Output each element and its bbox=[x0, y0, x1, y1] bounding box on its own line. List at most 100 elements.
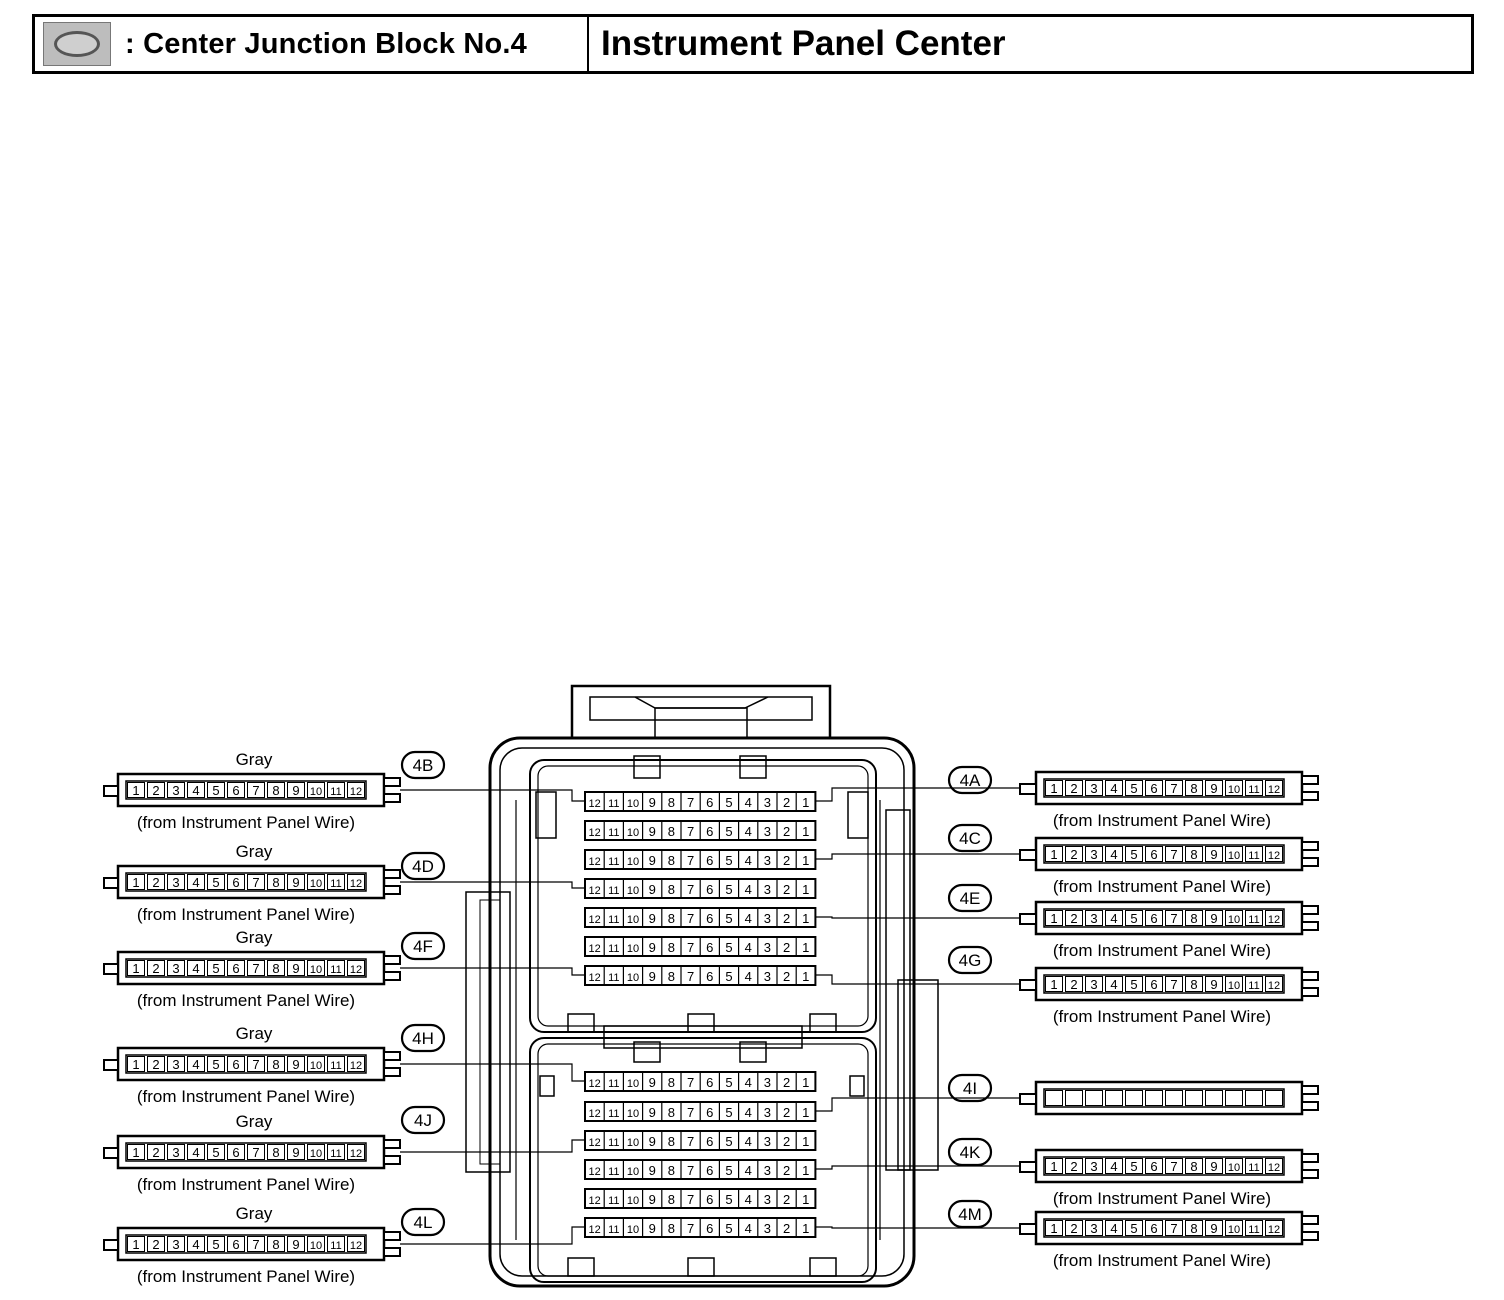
block-pin-label: 10 bbox=[627, 827, 639, 839]
connector-pin-label: 1 bbox=[1050, 911, 1057, 926]
connector-pin-cell bbox=[1145, 1158, 1163, 1174]
connector-leader-line bbox=[816, 1165, 1020, 1170]
block-pin-label: 1 bbox=[802, 1105, 809, 1120]
connector-pin-label: 7 bbox=[1170, 977, 1177, 992]
connector-pin-label: 3 bbox=[1090, 1159, 1097, 1174]
block-pin-label: 4 bbox=[745, 824, 752, 839]
connector-pin-cell bbox=[1045, 846, 1063, 862]
block-pin-label: 3 bbox=[764, 940, 771, 955]
connector-pin-label: 8 bbox=[272, 961, 279, 976]
connector-id-badge: 4M bbox=[947, 1199, 993, 1229]
block-pin-label: 5 bbox=[725, 853, 732, 868]
connector-leader-line bbox=[816, 974, 1020, 985]
block-pin-label: 8 bbox=[668, 1163, 675, 1178]
connector-pin-cell bbox=[1065, 910, 1083, 926]
connector-4i: 4I bbox=[816, 1073, 1319, 1116]
block-pin-label: 4 bbox=[745, 1075, 752, 1090]
connector-pin-label: 1 bbox=[132, 783, 139, 798]
block-name-cell: : Center Junction Block No.4 bbox=[35, 17, 589, 71]
connector-pin-label: 7 bbox=[1170, 911, 1177, 926]
connector-pin-cell bbox=[147, 782, 165, 798]
connector-pin-label: 8 bbox=[1190, 1221, 1197, 1236]
block-pin-label: 7 bbox=[687, 882, 694, 897]
connector-pin-cell bbox=[327, 874, 345, 890]
block-pin-label: 12 bbox=[588, 943, 600, 955]
connector-pin-cell bbox=[1085, 846, 1103, 862]
connector-pin-cell bbox=[287, 1144, 305, 1160]
block-pin-label: 11 bbox=[608, 1108, 619, 1120]
connector-pin-label: 12 bbox=[1268, 1224, 1280, 1236]
connector-pin-label: 5 bbox=[1130, 1159, 1137, 1174]
block-pin-label: 4 bbox=[745, 1134, 752, 1149]
connector-pin-cell bbox=[1225, 1220, 1243, 1236]
connector-leader-line bbox=[816, 1226, 1020, 1229]
connector-pin-label: 11 bbox=[1248, 850, 1259, 862]
block-pin-label: 5 bbox=[725, 911, 732, 926]
connector-leader-line bbox=[816, 787, 1020, 802]
connector-pin-cell bbox=[1205, 976, 1223, 992]
block-pin-label: 6 bbox=[706, 824, 713, 839]
connector-pin-label: 8 bbox=[1190, 977, 1197, 992]
block-pin-label: 6 bbox=[706, 1192, 713, 1207]
block-pin-label: 12 bbox=[588, 914, 600, 926]
connector-pin-label: 11 bbox=[330, 878, 341, 890]
connector-pin-cell bbox=[1165, 1158, 1183, 1174]
connector-pin-label: 7 bbox=[252, 961, 259, 976]
block-pin-label: 3 bbox=[764, 911, 771, 926]
connector-pin-label: 2 bbox=[1070, 977, 1077, 992]
connector-pin-cell bbox=[1165, 846, 1183, 862]
connector-pin-cell bbox=[307, 874, 325, 890]
connector-pin-label: 10 bbox=[310, 964, 322, 976]
block-pin-label: 2 bbox=[783, 1221, 790, 1236]
connector-pin-label: 1 bbox=[1050, 977, 1057, 992]
connector-id-badge: 4B bbox=[400, 750, 446, 780]
block-pin-label: 7 bbox=[687, 911, 694, 926]
connector-pin-label: 9 bbox=[292, 961, 299, 976]
connector-pin-label: 6 bbox=[1150, 781, 1157, 796]
block-pin-label: 3 bbox=[764, 969, 771, 984]
connector-pin-cell bbox=[1165, 780, 1183, 796]
connector-pin-cell bbox=[1145, 1090, 1163, 1106]
connector-pin-label: 8 bbox=[272, 1145, 279, 1160]
block-pin-label: 6 bbox=[706, 795, 713, 810]
connector-pin-cell bbox=[187, 960, 205, 976]
connector-pin-label: 4 bbox=[1110, 781, 1117, 796]
connector-pin-label: 3 bbox=[1090, 781, 1097, 796]
block-pin-label: 12 bbox=[588, 972, 600, 984]
connector-id-text: 4L bbox=[414, 1213, 433, 1232]
connector-pin-label: 9 bbox=[1210, 911, 1217, 926]
block-pin-label: 9 bbox=[649, 1192, 656, 1207]
connector-wire-label: (from Instrument Panel Wire) bbox=[137, 813, 355, 832]
connector-pin-label: 2 bbox=[1070, 781, 1077, 796]
connector-pin-cell bbox=[267, 1236, 285, 1252]
block-pin-label: 11 bbox=[608, 827, 619, 839]
connector-id-badge: 4J bbox=[400, 1105, 446, 1135]
block-pin-label: 8 bbox=[668, 882, 675, 897]
block-pin-label: 1 bbox=[802, 1163, 809, 1178]
block-pin-label: 10 bbox=[627, 798, 639, 810]
connector-pin-cell bbox=[1165, 910, 1183, 926]
connector-pin-cell bbox=[147, 1144, 165, 1160]
connector-pin-cell bbox=[287, 1236, 305, 1252]
connector-id-text: 4D bbox=[412, 857, 434, 876]
connector-pin-cell bbox=[267, 782, 285, 798]
connector-pin-label: 2 bbox=[152, 875, 159, 890]
connector-pin-label: 10 bbox=[310, 1148, 322, 1160]
block-pin-label: 4 bbox=[745, 1105, 752, 1120]
connector-pin-label: 5 bbox=[212, 961, 219, 976]
connector-id-text: 4H bbox=[412, 1029, 434, 1048]
connector-pin-cell bbox=[247, 1144, 265, 1160]
connector-pin-label: 3 bbox=[172, 961, 179, 976]
block-pin-label: 3 bbox=[764, 853, 771, 868]
block-pin-label: 1 bbox=[802, 940, 809, 955]
connector-pin-cell bbox=[1265, 780, 1283, 796]
block-pin-label: 9 bbox=[649, 1134, 656, 1149]
connector-pin-label: 5 bbox=[1130, 781, 1137, 796]
block-pin-label: 2 bbox=[783, 1163, 790, 1178]
block-pin-label: 5 bbox=[725, 1221, 732, 1236]
